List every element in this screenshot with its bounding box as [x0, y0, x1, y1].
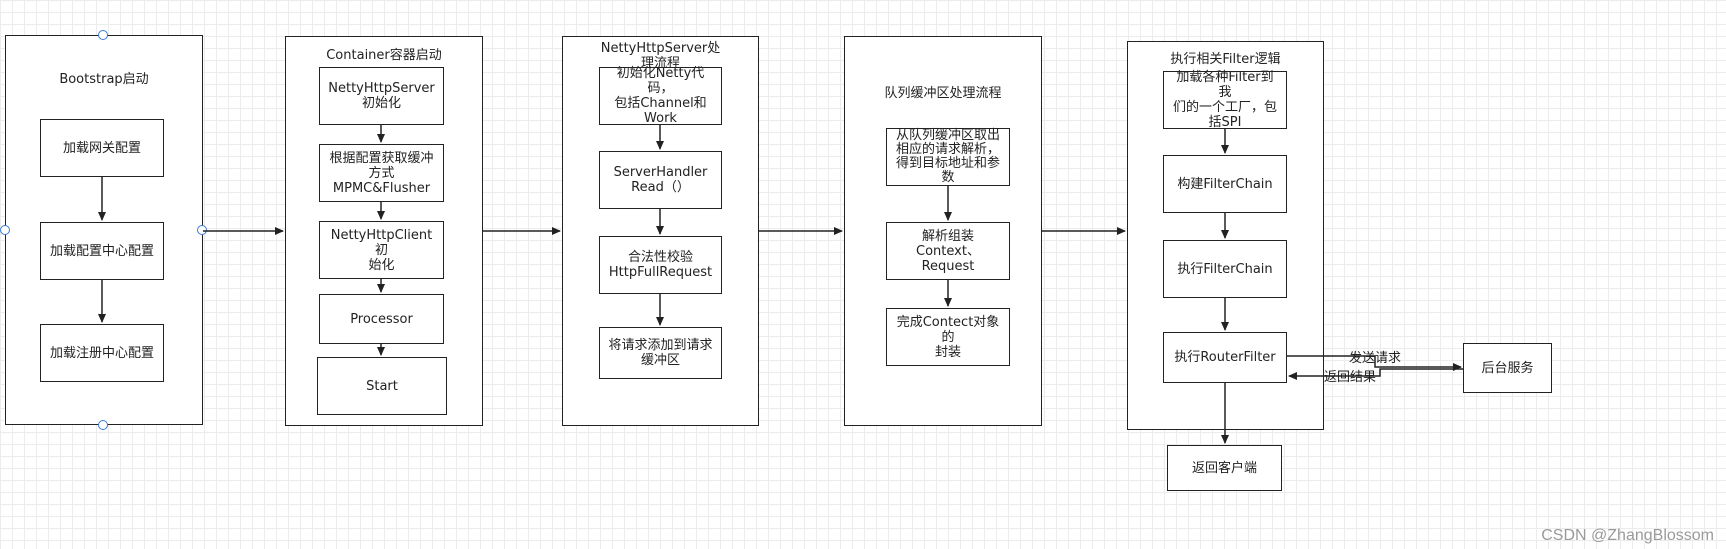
step-load-filters[interactable]: 加载各种Filter到我 们的一个工厂，包 括SPI	[1163, 70, 1287, 130]
resize-handle-right[interactable]	[197, 225, 207, 235]
step-start[interactable]: Start	[317, 357, 447, 415]
step-exec-filter-chain[interactable]: 执行FilterChain	[1163, 240, 1287, 298]
step-init-netty[interactable]: 初始化Netty代码， 包括Channel和 Work	[599, 66, 722, 126]
step-add-to-buffer[interactable]: 将请求添加到请求 缓冲区	[599, 327, 722, 379]
step-load-gateway-config[interactable]: 加载网关配置	[40, 119, 164, 177]
step-exec-router-filter[interactable]: 执行RouterFilter	[1163, 332, 1287, 383]
resize-handle-top[interactable]	[98, 30, 108, 40]
step-validate-request[interactable]: 合法性校验 HttpFullRequest	[599, 236, 722, 294]
edge-label-return-result: 返回结果	[1324, 370, 1377, 385]
step-assemble-context[interactable]: 解析组装Context、 Request	[886, 222, 1010, 280]
return-to-client[interactable]: 返回客户端	[1167, 445, 1282, 491]
step-buffer-mode[interactable]: 根据配置获取缓冲 方式 MPMC&Flusher	[319, 144, 444, 202]
resize-handle-left[interactable]	[0, 225, 10, 235]
lane-title-filter: 执行相关Filter逻辑	[1170, 52, 1281, 67]
backend-service[interactable]: 后台服务	[1463, 343, 1552, 393]
step-wrap-context[interactable]: 完成Contect对象的 封装	[886, 308, 1010, 366]
lane-title-queue: 队列缓冲区处理流程	[884, 86, 1002, 101]
resize-handle-bottom[interactable]	[98, 420, 108, 430]
step-netty-client-init[interactable]: NettyHttpClient初 始化	[319, 221, 444, 279]
step-dequeue-parse[interactable]: 从队列缓冲区取出 相应的请求解析， 得到目标地址和参 数	[886, 128, 1010, 186]
lane-title-container: Container容器启动	[326, 48, 442, 63]
step-server-handler-read[interactable]: ServerHandler Read（）	[599, 151, 722, 209]
step-load-config-center[interactable]: 加载配置中心配置	[40, 222, 164, 280]
step-load-registry-center[interactable]: 加载注册中心配置	[40, 324, 164, 382]
step-build-filter-chain[interactable]: 构建FilterChain	[1163, 155, 1287, 213]
edge-label-send-request: 发送请求	[1349, 351, 1402, 366]
watermark: CSDN @ZhangBlossom	[1541, 527, 1714, 544]
lane-title-bootstrap: Bootstrap启动	[59, 72, 149, 87]
step-processor[interactable]: Processor	[319, 294, 444, 344]
step-netty-server-init[interactable]: NettyHttpServer 初始化	[319, 67, 444, 125]
